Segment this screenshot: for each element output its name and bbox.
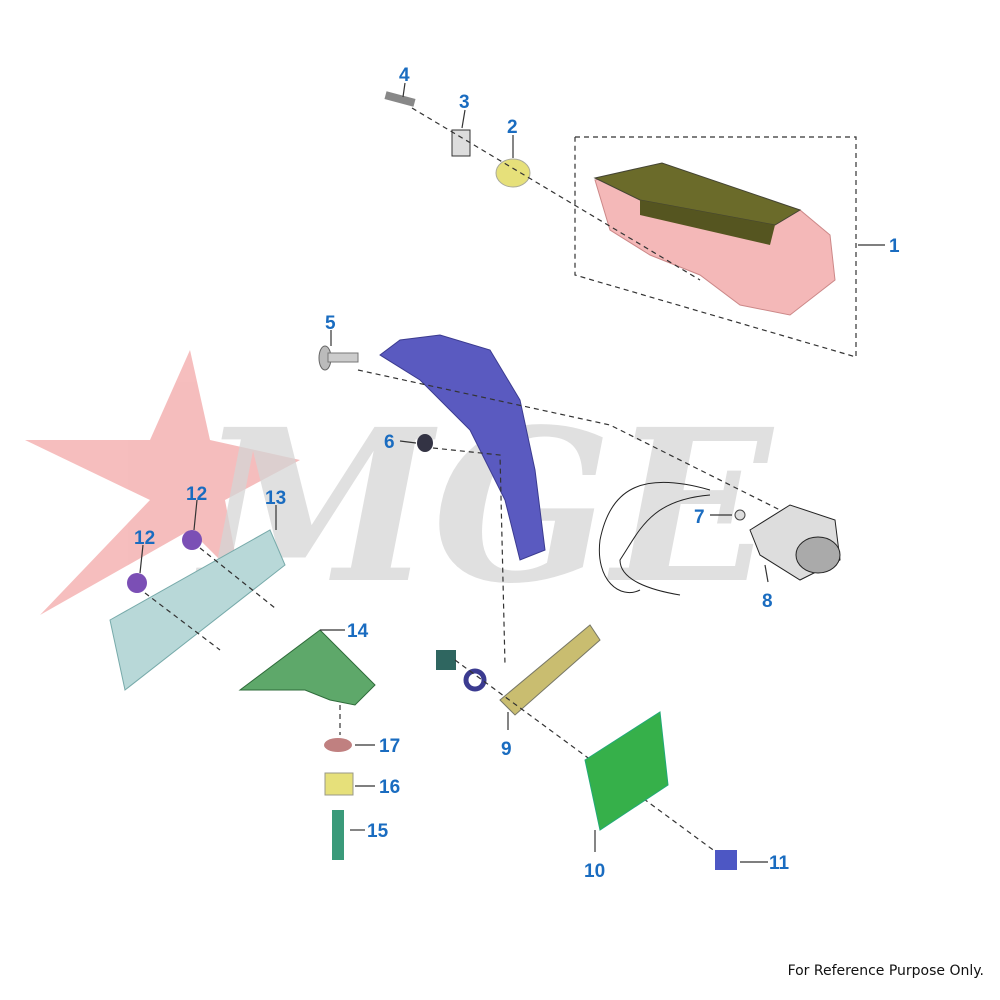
part-12-screw-a: [182, 530, 202, 550]
part-2-grommet: [495, 158, 531, 188]
callout-10: 10: [584, 861, 605, 882]
wire-harness: [598, 481, 711, 596]
callout-11: 11: [769, 853, 790, 874]
callout-9: 9: [501, 739, 512, 760]
part-16-nut: [324, 772, 354, 796]
part-washer: [463, 668, 487, 692]
callout-7: 7: [694, 507, 705, 528]
callout-14: 14: [347, 621, 369, 642]
callout-16: 16: [379, 777, 400, 798]
part-8-license-light: [749, 504, 841, 581]
part-17-collar: [324, 738, 352, 752]
part-1-boundary: [574, 136, 857, 358]
callout-3: 3: [459, 92, 470, 113]
callout-1: 1: [889, 236, 900, 257]
callout-13: 13: [265, 488, 286, 509]
callout-4: 4: [399, 65, 410, 86]
callout-8: 8: [762, 591, 773, 612]
part-12-screw-b: [127, 573, 147, 593]
part-9-bracket: [499, 624, 601, 716]
part-10-license-plate: [584, 711, 669, 831]
part-nut-grommet: [436, 650, 456, 670]
callout-6: 6: [384, 432, 395, 453]
watermark-star: [25, 350, 300, 615]
callout-12b: 12: [134, 528, 155, 549]
part-4-screw: [384, 91, 416, 107]
part-15-bolt: [332, 810, 344, 860]
callout-15: 15: [367, 821, 389, 842]
callout-12a: 12: [186, 484, 207, 505]
part-5-bolt: [318, 345, 359, 371]
callout-5: 5: [325, 313, 336, 334]
callout-17: 17: [379, 736, 400, 757]
part-6-grommet: [417, 434, 433, 452]
part-1-tail-light-unit: [593, 162, 836, 316]
part-7-bulb: [734, 509, 746, 521]
fender: [379, 334, 546, 561]
callout-2: 2: [507, 117, 518, 138]
reference-note: For Reference Purpose Only.: [787, 963, 984, 979]
part-13-reflector-plate: [109, 529, 286, 691]
part-11-bolt: [715, 850, 737, 870]
